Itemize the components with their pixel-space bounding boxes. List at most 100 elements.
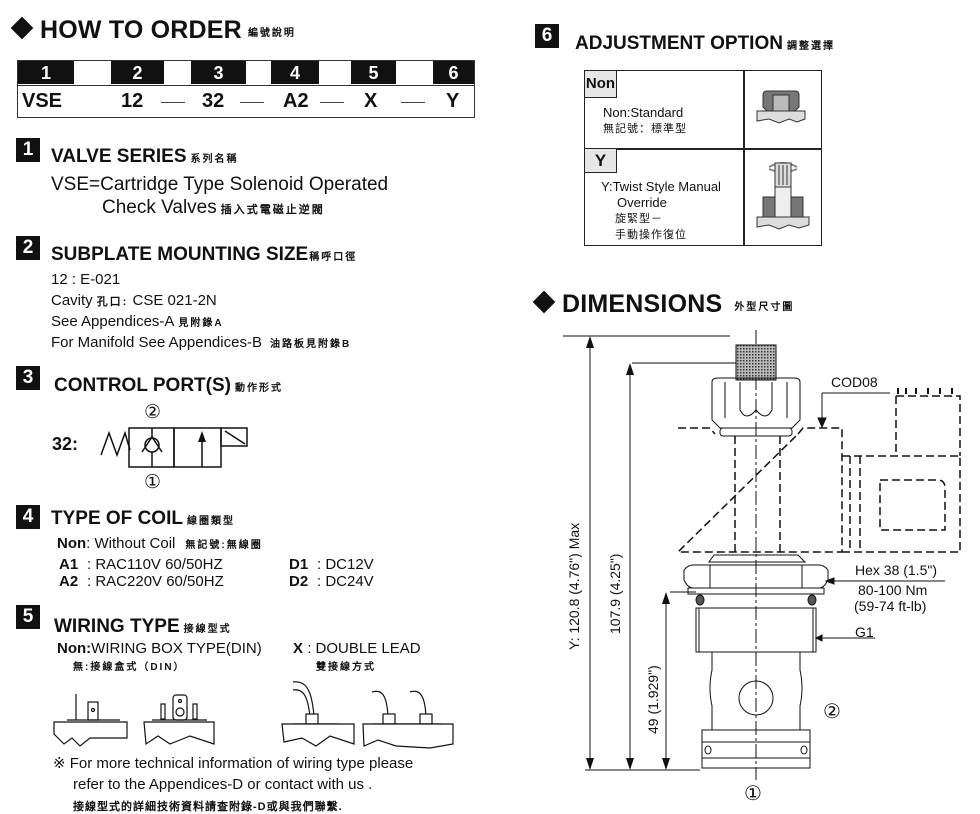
order-col-2: 2 — [111, 61, 164, 84]
control-port-title: CONTROL PORT(S) — [54, 375, 231, 396]
dimensions-heading: DIMENSIONS 外型尺寸圖 — [532, 290, 795, 319]
order-col-6: 6 — [433, 61, 474, 84]
dim-total-height: Y: 120.8 (4.76") Max — [566, 522, 582, 650]
valve-dimension-drawing — [563, 330, 961, 780]
din-terminal-ground-icon — [143, 694, 215, 746]
dim-lower-height: 49 (1.929") — [645, 665, 661, 734]
order-col-4: 4 — [271, 61, 319, 84]
section-2-number: 2 — [16, 236, 40, 260]
valve-series-line1: VSE=Cartridge Type Solenoid Operated — [51, 174, 389, 195]
how-to-order-title-cjk: 編號說明 — [247, 27, 296, 39]
wiring-option-x: X : DOUBLE LEAD — [293, 640, 421, 657]
valve-series-title: VALVE SERIES — [51, 146, 187, 167]
mounting-size-line1: 12 : E-021 — [51, 271, 121, 288]
appendix-a-text: See Appendices-A — [51, 313, 175, 330]
knurled-knob-icon — [735, 344, 777, 381]
double-lead-separate-icon — [362, 690, 454, 749]
adjustment-y-line4: 手動操作復位 — [615, 229, 687, 241]
table-divider — [743, 71, 745, 245]
flow-box — [173, 427, 222, 468]
order-value-coil: A2 — [283, 90, 309, 112]
twist-override-icon — [756, 162, 810, 230]
coil-type-title-cjk: 線圈類型 — [186, 516, 235, 527]
thread-label: G1 — [855, 624, 874, 640]
double-lead-icon — [281, 681, 355, 747]
order-code-table: 1 2 3 4 5 6 VSE 12 32 A2 X Y — [17, 60, 475, 118]
cavity-code: CSE 021-2N — [132, 292, 217, 309]
wiring-note-line1: ※ For more technical information of wiri… — [53, 755, 414, 772]
cavity-label-cjk: 孔口: — [96, 296, 129, 308]
spring-icon — [100, 430, 131, 458]
appendix-a-cjk: 見附錄A — [178, 318, 224, 329]
section-5-number: 5 — [16, 605, 40, 629]
coil-label: COD08 — [831, 374, 878, 390]
hex-label: Hex 38 (1.5") — [855, 562, 938, 578]
valve-series-line2-cjk: 插入式電磁止逆閥 — [220, 204, 325, 216]
thread-section — [695, 607, 817, 653]
section-6-number: 6 — [535, 24, 559, 48]
wiring-text-non: WIRING BOX TYPE(DIN) — [91, 640, 262, 657]
adjustment-tag-non: Non — [584, 70, 617, 98]
mounting-size-title-cjk: 稱呼口徑 — [309, 252, 358, 263]
coil-type-title: TYPE OF COIL — [51, 508, 183, 529]
wiring-note-line3: 接線型式的詳細技術資料請查附錄-D或與我們聯繫. — [73, 801, 343, 813]
torque-line1: 80-100 Nm — [858, 582, 928, 598]
coil-text: : RAC220V 60/50HZ — [87, 573, 224, 590]
adjustment-non-line1: Non:Standard — [603, 105, 684, 120]
order-value-series: VSE — [22, 90, 63, 112]
dimensions-title-cjk: 外型尺寸圖 — [734, 301, 795, 313]
order-col-1: 1 — [18, 61, 74, 84]
section-2-title: SUBPLATE MOUNTING SIZE稱呼口徑 — [51, 244, 357, 266]
adjustment-y-line2: Override — [617, 195, 667, 210]
order-value-wiring: X — [364, 90, 378, 112]
wiring-type-title-cjk: 接線型式 — [183, 624, 232, 635]
port-2-hole — [738, 680, 774, 716]
wiring-non-cjk: 無:接線盒式（DIN） — [73, 662, 186, 673]
adjustment-option-title-cjk: 調整選擇 — [786, 41, 835, 52]
diamond-bullet-icon — [10, 17, 34, 40]
port-1-marker: ① — [744, 783, 762, 805]
wiring-type-title: WIRING TYPE — [54, 616, 180, 637]
flow-arrow-icon — [198, 431, 206, 442]
torque-line2: (59-74 ft-lb) — [854, 598, 927, 614]
order-values-row: VSE 12 32 A2 X Y — [18, 85, 474, 118]
how-to-order-title: HOW TO ORDER — [40, 16, 242, 44]
wiring-text-x: : DOUBLE LEAD — [307, 640, 421, 657]
solenoid-icon — [220, 427, 248, 447]
valve-series-line2-text: Check Valves — [102, 197, 217, 218]
wiring-option-non: Non:WIRING BOX TYPE(DIN) — [57, 640, 262, 657]
section-1-number: 1 — [16, 138, 40, 162]
dimensions-title: DIMENSIONS — [562, 290, 723, 318]
section-4-number: 4 — [16, 505, 40, 529]
order-dash — [240, 102, 264, 103]
diamond-bullet-icon — [532, 291, 556, 314]
adjustment-y-line3: 旋緊型－ — [615, 213, 663, 225]
section-3-title: CONTROL PORT(S)動作形式 — [54, 375, 283, 397]
adjustment-option-title: ADJUSTMENT OPTION — [575, 33, 783, 54]
port-2-marker: ② — [823, 701, 841, 723]
coil-text-non: : Without Coil — [86, 535, 176, 552]
appendix-b-text: For Manifold See Appendices-B — [51, 334, 262, 351]
cavity-label: Cavity — [51, 292, 93, 309]
wiring-code-non: Non: — [57, 640, 92, 657]
valve-series-title-cjk: 系列名稱 — [190, 154, 239, 165]
adjustment-tag-y: Y — [584, 148, 617, 173]
cap-nut — [711, 377, 801, 429]
section-3-number: 3 — [16, 366, 40, 390]
mounting-size-title: SUBPLATE MOUNTING SIZE — [51, 244, 309, 265]
coil-code: A2 — [59, 573, 79, 590]
order-dash — [320, 102, 344, 103]
coil-option-d1: D1: DC12V — [289, 556, 374, 573]
coil-option-d2: D2: DC24V — [289, 573, 374, 590]
port-2-label: ② — [144, 402, 162, 423]
coil-option-a2: A2 : RAC220V 60/50HZ — [59, 573, 224, 590]
coil-cjk-non: 無記號:無線圈 — [185, 540, 263, 551]
order-value-adjustment: Y — [446, 90, 460, 112]
standard-cap-icon — [756, 90, 806, 124]
adjustment-option-table: Non Non:Standard 無記號：標準型 Y Y:Twist Style… — [584, 70, 822, 246]
